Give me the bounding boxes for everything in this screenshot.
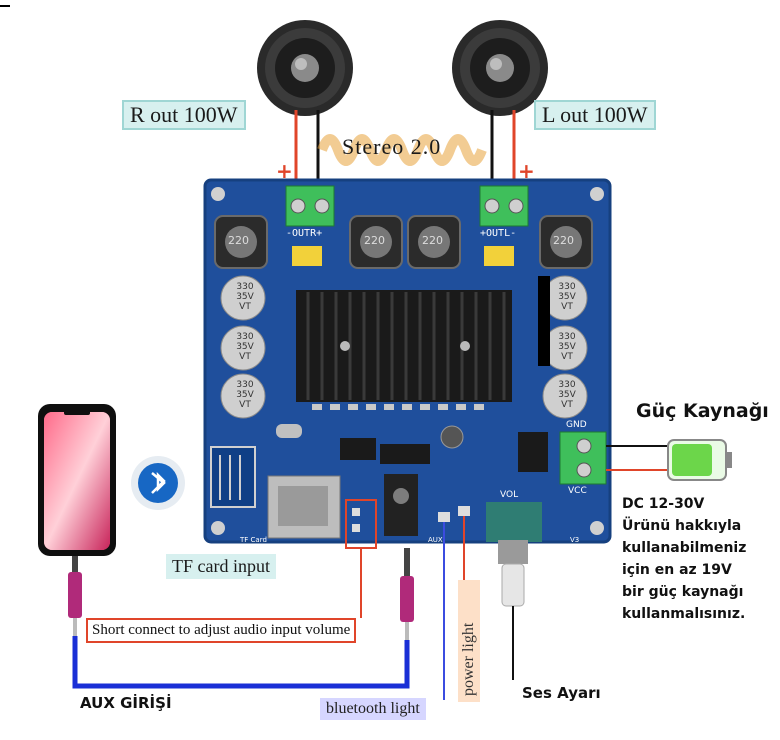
volume-label: Ses Ayarı bbox=[522, 684, 601, 702]
power-source-title: Güç Kaynağı bbox=[636, 400, 769, 422]
battery-icon bbox=[667, 439, 732, 481]
heatsink bbox=[296, 290, 512, 402]
bluetooth-icon bbox=[131, 456, 185, 510]
svg-text:+: + bbox=[276, 159, 293, 183]
stereo-label: Stereo 2.0 bbox=[342, 134, 442, 159]
l-out-label: L out 100W bbox=[534, 100, 656, 130]
inductor-label: 220 bbox=[228, 234, 249, 247]
waveform-icon bbox=[317, 134, 487, 166]
power-description: DC 12-30V Ürünü hakkıyla kullanabilmeniz… bbox=[622, 496, 747, 622]
inductor-label: 220 bbox=[364, 234, 385, 247]
vcc-label: VCC bbox=[568, 486, 587, 496]
aux-cable-right bbox=[400, 548, 414, 640]
speaker-left-icon bbox=[452, 20, 548, 116]
inductor-label: 220 bbox=[422, 234, 443, 247]
phone-icon bbox=[38, 404, 116, 556]
power-light-label: power light bbox=[458, 580, 480, 702]
out-r-label: -OUTR+ bbox=[286, 228, 323, 239]
aux-cable-left bbox=[68, 556, 82, 636]
aux-board-label: AUX bbox=[428, 536, 443, 544]
svg-text:+: + bbox=[518, 159, 535, 183]
out-l-label: +OUTL- bbox=[480, 228, 517, 239]
version-label: V3 bbox=[570, 536, 580, 544]
speaker-right-icon bbox=[257, 20, 353, 116]
volume-pot bbox=[486, 502, 542, 542]
tf-card-board-label: TF Card bbox=[240, 536, 267, 544]
vol-label: VOL bbox=[500, 490, 519, 500]
bluetooth-light-label: bluetooth light bbox=[320, 698, 426, 720]
aux-input-label: AUX GİRİŞİ bbox=[80, 694, 172, 712]
gnd-label: GND bbox=[566, 420, 587, 430]
short-connect-label: Short connect to adjust audio input volu… bbox=[86, 618, 357, 643]
tf-card-input-label: TF card input bbox=[166, 554, 276, 579]
aux-jack bbox=[384, 474, 418, 536]
r-out-label: R out 100W bbox=[122, 100, 246, 130]
inductor-label: 220 bbox=[553, 234, 574, 247]
